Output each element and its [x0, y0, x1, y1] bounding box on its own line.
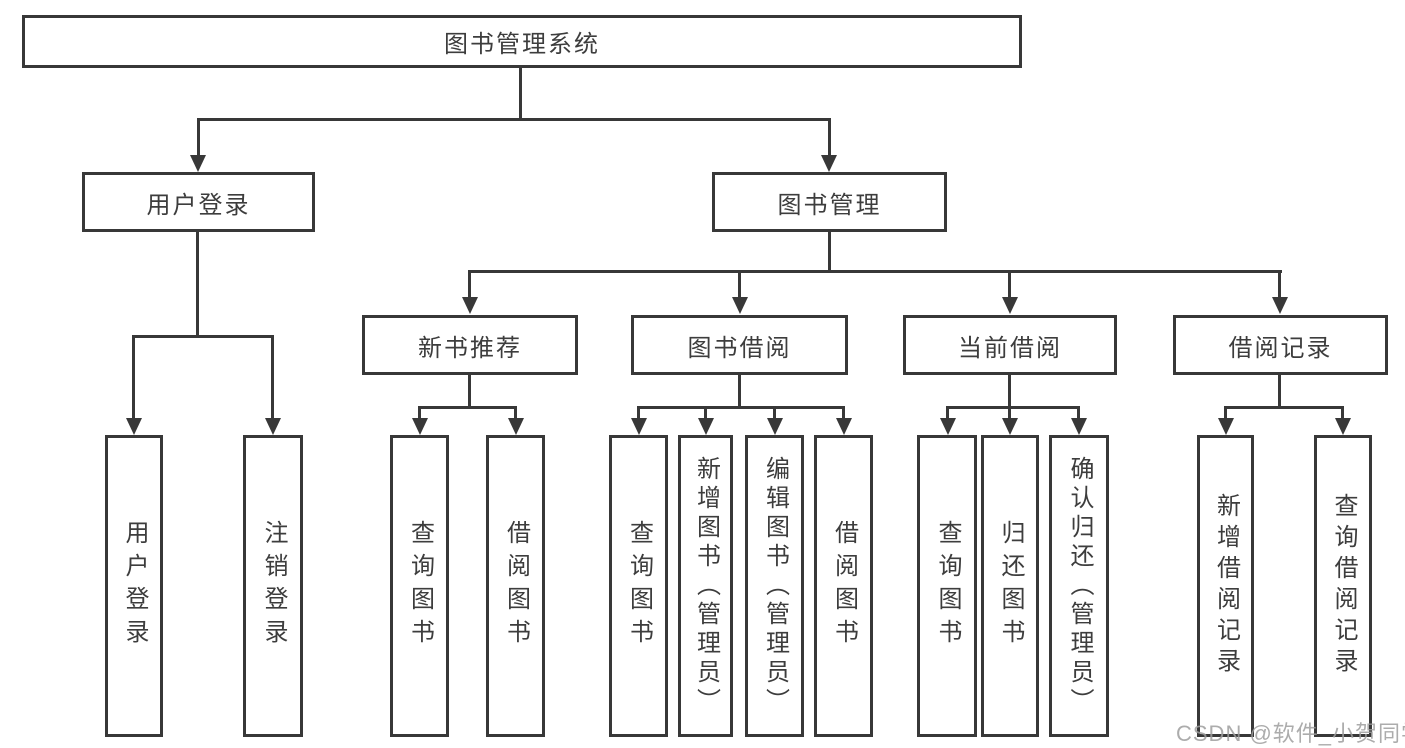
- node-label: 借阅记录: [1228, 334, 1333, 362]
- leaf-confirm-return-admin: 确认归还（管理员）: [1049, 435, 1109, 737]
- node-label: 新增图书（管理员）: [692, 455, 720, 717]
- node-label: 图书管理系统: [444, 31, 600, 58]
- connector-stem: [468, 270, 471, 300]
- connector-stem: [738, 270, 741, 300]
- arrow-down-icon: [732, 297, 748, 314]
- node-label: 归还图书: [997, 520, 1024, 652]
- connector-stem: [418, 406, 421, 422]
- leaf-return-books: 归还图书: [981, 435, 1039, 737]
- connector-stem: [637, 406, 640, 422]
- node-label: 确认归还（管理员）: [1066, 455, 1093, 717]
- node-book-borrowing: 图书借阅: [631, 315, 848, 375]
- connector-stem: [1077, 406, 1080, 422]
- node-label: 借阅图书: [830, 520, 858, 652]
- node-borrowing-records: 借阅记录: [1173, 315, 1388, 375]
- node-label: 注销登录: [260, 520, 287, 652]
- node-label: 借阅图书: [502, 520, 530, 652]
- connector-stem: [946, 406, 949, 422]
- node-label: 新增借阅记录: [1212, 493, 1240, 679]
- connector-book-management-trunk: [828, 232, 831, 273]
- connector-borrowing-records-rail: [1224, 406, 1344, 409]
- node-label: 查询借阅记录: [1330, 493, 1357, 679]
- arrow-down-icon: [1002, 418, 1018, 435]
- arrow-down-icon: [631, 418, 647, 435]
- leaf-add-books-admin: 新增图书（管理员）: [678, 435, 733, 737]
- connector-borrowing-records-trunk: [1278, 375, 1281, 408]
- arrow-down-icon: [1335, 418, 1351, 435]
- connector-new-book-trunk: [468, 375, 471, 408]
- connector-stem: [1008, 406, 1011, 422]
- connector-stem: [1224, 406, 1227, 422]
- node-label: 编辑图书（管理员）: [761, 455, 789, 717]
- connector-user-login-rail: [132, 335, 274, 338]
- arrow-down-icon: [265, 418, 281, 435]
- connector-stem: [773, 406, 776, 422]
- node-label: 用户登录: [121, 520, 148, 652]
- leaf-query-books-current: 查询图书: [917, 435, 977, 737]
- arrow-down-icon: [698, 418, 714, 435]
- leaf-user-login: 用户登录: [105, 435, 163, 737]
- arrow-down-icon: [940, 418, 956, 435]
- connector-stem: [1278, 270, 1281, 300]
- leaf-edit-books-admin: 编辑图书（管理员）: [745, 435, 804, 737]
- connector-user-login-trunk: [196, 232, 199, 337]
- node-label: 查询图书: [934, 520, 961, 652]
- arrow-down-icon: [1272, 297, 1288, 314]
- connector-stem: [514, 406, 517, 422]
- connector-book-management-rail: [468, 270, 1282, 273]
- node-book-management: 图书管理: [712, 172, 947, 232]
- leaf-logout: 注销登录: [243, 435, 303, 737]
- connector-stem: [828, 118, 831, 158]
- leaf-borrow-books: 借阅图书: [814, 435, 873, 737]
- connector-book-borrowing-trunk: [738, 375, 741, 408]
- connector-stem: [842, 406, 845, 422]
- connector-current-borrowing-rail: [946, 406, 1080, 409]
- arrow-down-icon: [412, 418, 428, 435]
- arrow-down-icon: [462, 297, 478, 314]
- node-current-borrowing: 当前借阅: [903, 315, 1117, 375]
- connector-root-rail: [197, 118, 831, 121]
- connector-stem: [704, 406, 707, 422]
- node-new-book-recommendation: 新书推荐: [362, 315, 578, 375]
- connector-stem: [197, 118, 200, 158]
- node-label: 新书推荐: [418, 334, 522, 362]
- node-label: 图书借阅: [687, 334, 792, 362]
- arrow-down-icon: [1218, 418, 1234, 435]
- leaf-query-books-recommend: 查询图书: [390, 435, 449, 737]
- arrow-down-icon: [126, 418, 142, 435]
- connector-new-book-rail: [418, 406, 517, 409]
- node-library-management-system: 图书管理系统: [22, 15, 1022, 68]
- connector-stem: [132, 335, 135, 421]
- leaf-query-borrow-record: 查询借阅记录: [1314, 435, 1372, 737]
- node-label: 用户登录: [146, 191, 251, 219]
- node-label: 查询图书: [625, 520, 653, 652]
- arrow-down-icon: [821, 155, 837, 172]
- arrow-down-icon: [1002, 297, 1018, 314]
- csdn-watermark: CSDN @软件_小贺同学: [1176, 721, 1405, 746]
- node-label: 查询图书: [406, 520, 434, 652]
- leaf-add-borrow-record: 新增借阅记录: [1197, 435, 1254, 737]
- arrow-down-icon: [836, 418, 852, 435]
- connector-stem: [1341, 406, 1344, 422]
- leaf-borrow-books-recommend: 借阅图书: [486, 435, 545, 737]
- node-label: 当前借阅: [958, 334, 1062, 362]
- arrow-down-icon: [508, 418, 524, 435]
- arrow-down-icon: [1071, 418, 1087, 435]
- connector-current-borrowing-trunk: [1008, 375, 1011, 408]
- node-label: 图书管理: [777, 191, 882, 219]
- connector-stem: [271, 335, 274, 421]
- node-user-login: 用户登录: [82, 172, 315, 232]
- connector-stem: [1008, 270, 1011, 300]
- connector-book-borrowing-rail: [637, 406, 845, 409]
- arrow-down-icon: [767, 418, 783, 435]
- leaf-query-books-borrowing: 查询图书: [609, 435, 668, 737]
- connector-root-trunk: [519, 68, 522, 120]
- arrow-down-icon: [190, 155, 206, 172]
